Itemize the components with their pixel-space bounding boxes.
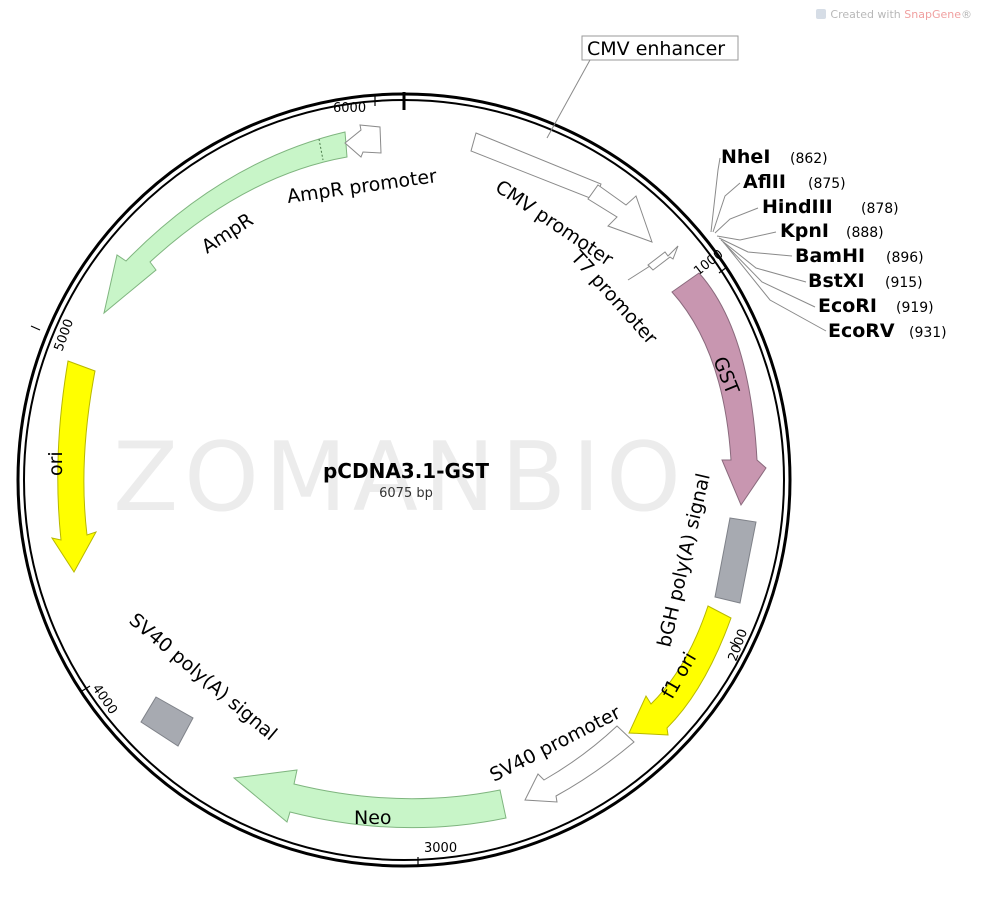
site-position: (878): [861, 201, 899, 217]
site-name: EcoRI: [818, 295, 877, 317]
site-name: EcoRV: [828, 320, 895, 342]
gst-arrow: [671, 272, 767, 507]
tick-label-5000: 5000: [52, 317, 77, 353]
ampr-promoter-arrow: [344, 124, 382, 158]
ampr-arrow: [103, 131, 348, 315]
neo-arrow: [232, 769, 507, 829]
cmv-promoter-arrow: [587, 184, 653, 243]
site-leaders: [710, 157, 827, 332]
plasmid-name: pCDNA3.1-GST: [323, 459, 489, 483]
bgh-polya-box: [714, 517, 757, 604]
tick-label-6000: 6000: [333, 101, 366, 116]
ampr-promoter-label: AmpR promoter: [286, 165, 439, 208]
f1-ori-arrow: [628, 605, 732, 736]
site-name: HindIII: [762, 196, 833, 218]
site-position: (888): [846, 225, 884, 241]
neo-label: Neo: [354, 807, 392, 829]
t7-promoter-label: T7 promoter: [566, 246, 662, 349]
sv40-polya-box: [140, 696, 194, 747]
site-position: (919): [896, 300, 934, 316]
ampr-dotted-divider: [318, 138, 324, 161]
sv40-promoter-arrow: [524, 725, 635, 803]
cmv-enhancer-label-box: [581, 35, 739, 61]
watermark: ZOMANBIO: [113, 423, 687, 533]
site-name: NheI: [721, 146, 770, 168]
site-position: (862): [790, 151, 828, 167]
site-name: BstXI: [808, 270, 865, 292]
tick-marks: [30, 96, 739, 866]
site-name: BamHI: [795, 245, 865, 267]
site-position: (931): [909, 325, 947, 341]
t7-promoter-arrow: [647, 245, 679, 271]
ori-arrow: [50, 360, 98, 573]
site-position: (875): [808, 176, 846, 192]
ori-label: ori: [45, 451, 67, 476]
snapgene-logo-icon: [816, 9, 827, 19]
cmv-enhancer-label: CMV enhancer: [587, 38, 725, 60]
site-name: KpnI: [780, 220, 829, 242]
snapgene-credit: Created with SnapGene®: [816, 8, 972, 21]
t7-promoter-leader: [627, 265, 651, 281]
site-position: (915): [885, 275, 923, 291]
plasmid-length: 6075 bp: [379, 486, 433, 501]
site-position: (896): [886, 250, 924, 266]
cmv-enhancer-leader: [546, 59, 591, 139]
site-name: AflII: [743, 171, 786, 193]
tick-label-3000: 3000: [424, 841, 457, 856]
restriction-sites: NheI (862) AflII (875) HindIII (878) Kpn…: [721, 146, 947, 342]
